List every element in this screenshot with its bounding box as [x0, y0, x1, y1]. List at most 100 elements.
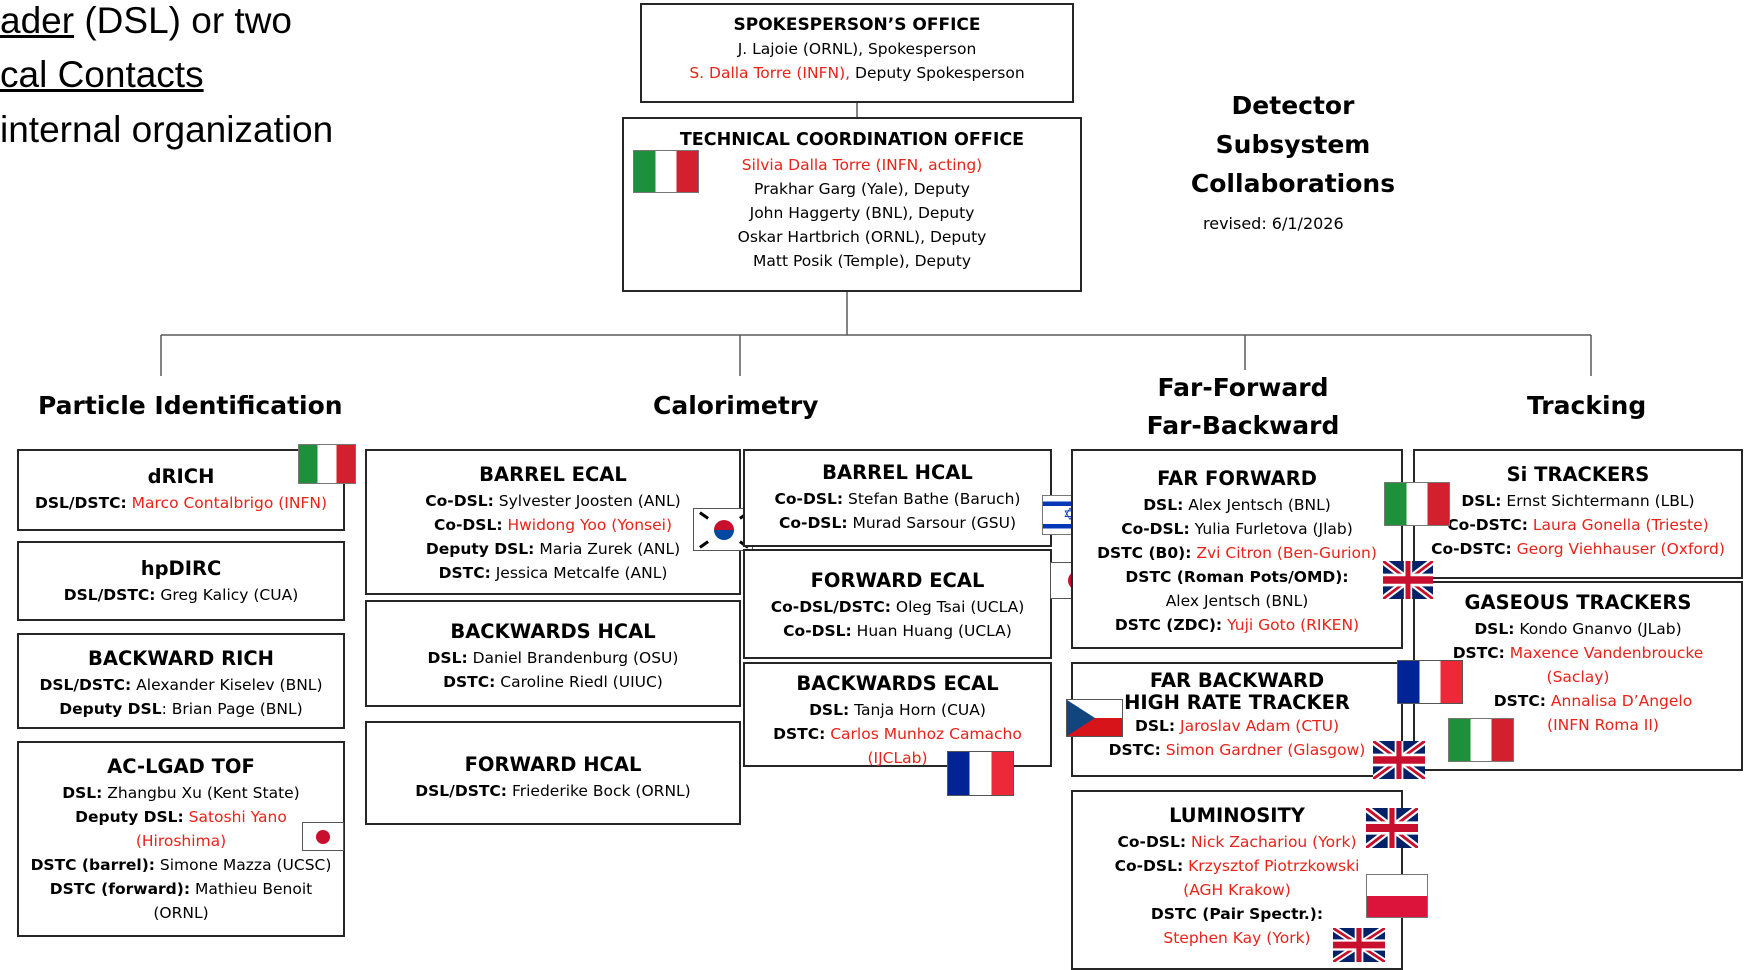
tco-deputy-1: Prakhar Garg (Yale), Deputy — [754, 180, 970, 198]
far-forward-dsl-label: DSL: — [1143, 496, 1184, 514]
gaseous-trackers-dstc-1-label: DSTC: — [1452, 644, 1505, 662]
barrel-hcal-codsl-1-label: Co-DSL: — [774, 490, 844, 508]
backward-rich-box: BACKWARD RICH DSL/DSTC: Alexander Kisele… — [17, 633, 345, 729]
backwards-ecal-dsl: DSL: Tanja Horn (CUA) — [809, 698, 986, 722]
spokesperson-office-box: SPOKESPERSON’S OFFICE J. Lajoie (ORNL), … — [640, 3, 1074, 103]
italy-flag-icon — [298, 444, 356, 484]
italy-flag-icon — [1448, 718, 1514, 762]
far-backward-box: FAR BACKWARD HIGH RATE TRACKER DSL: Jaro… — [1071, 662, 1403, 777]
gaseous-trackers-dstc-2-affiliation: (INFN Roma II) — [1547, 716, 1659, 734]
forward-ecal-codsl-1: Co-DSL/DSTC: Oleg Tsai (UCLA) — [771, 595, 1025, 619]
forward-hcal-title: FORWARD HCAL — [464, 753, 642, 776]
forward-ecal-codsl-1-label: Co-DSL/DSTC: — [770, 598, 891, 616]
tof-dsl-line: DSL: Zhangbu Xu (Kent State) — [62, 781, 299, 805]
tof-dstc-forward-affiliation: (ORNL) — [153, 904, 209, 922]
backwards-hcal-dstc-label: DSTC: — [443, 673, 496, 691]
forward-ecal-box: FORWARD ECAL Co-DSL/DSTC: Oleg Tsai (UCL… — [743, 549, 1052, 659]
backwards-hcal-dstc-name: Caroline Riedl (UIUC) — [495, 673, 663, 691]
uk-flag-icon — [1366, 808, 1418, 848]
si-trackers-codstc-1: Co-DSTC: Laura Gonella (Trieste) — [1447, 513, 1708, 537]
far-forward-dstc-b0-label: DSTC (B0): — [1097, 544, 1192, 562]
france-flag-icon — [947, 751, 1014, 796]
tof-title: AC-LGAD TOF — [107, 755, 255, 778]
gaseous-trackers-dsl-label: DSL: — [1474, 620, 1515, 638]
high-rate-tracker-title: HIGH RATE TRACKER — [1124, 691, 1350, 714]
gaseous-trackers-dstc-1-name: Maxence Vandenbroucke — [1504, 644, 1704, 662]
category-far-forward: Far-Forward — [1157, 373, 1329, 402]
tof-deputy-label: Deputy DSL: — [75, 808, 184, 826]
far-backward-title: FAR BACKWARD — [1149, 669, 1325, 692]
far-forward-dstc-b0-name: Zvi Citron (Ben-Gurion) — [1191, 544, 1377, 562]
forward-ecal-codsl-2: Co-DSL: Huan Huang (UCLA) — [783, 619, 1012, 643]
far-backward-dstc-label: DSTC: — [1108, 741, 1161, 759]
far-forward-dsl: DSL: Alex Jentsch (BNL) — [1143, 493, 1331, 517]
intro-line-1: ader (DSL) or two — [0, 0, 292, 44]
barrel-ecal-codsl-2: Co-DSL: Hwidong Yoo (Yonsei) — [434, 513, 672, 537]
barrel-ecal-codsl-2-label: Co-DSL: — [433, 516, 503, 534]
poland-flag-icon — [1366, 874, 1428, 918]
barrel-ecal-box: BARREL ECAL Co-DSL: Sylvester Joosten (A… — [365, 449, 741, 595]
luminosity-codsl-1-name: Nick Zachariou (York) — [1186, 833, 1357, 851]
uk-flag-icon — [1333, 928, 1385, 962]
forward-ecal-codsl-1-name: Oleg Tsai (UCLA) — [890, 598, 1025, 616]
si-trackers-codstc-1-label: Co-DSTC: — [1447, 516, 1528, 534]
tof-deputy-line: Deputy DSL: Satoshi Yano — [75, 805, 287, 829]
backwards-ecal-dstc-affiliation: (IJCLab) — [867, 749, 928, 767]
si-trackers-title: Si TRACKERS — [1506, 463, 1650, 486]
far-forward-codsl-label: Co-DSL: — [1121, 520, 1190, 538]
forward-ecal-codsl-2-name: Huan Huang (UCLA) — [851, 622, 1012, 640]
backwards-hcal-dsl: DSL: Daniel Brandenburg (OSU) — [428, 646, 679, 670]
czech-flag-icon — [1066, 699, 1123, 737]
tof-deputy-affiliation: (Hiroshima) — [135, 832, 227, 850]
si-trackers-dsl-name: Ernst Sichtermann (LBL) — [1501, 492, 1695, 510]
category-particle-identification: Particle Identification — [38, 391, 343, 420]
far-forward-codsl-name: Yulia Furletova (Jlab) — [1189, 520, 1353, 538]
gaseous-trackers-dstc-2-name: Annalisa D’Angelo — [1545, 692, 1693, 710]
far-forward-dstc-rp: DSTC (Roman Pots/OMD): — [1125, 565, 1348, 589]
intro-link-leader[interactable]: ader — [0, 0, 75, 41]
backwards-ecal-box: BACKWARDS ECAL DSL: Tanja Horn (CUA) DST… — [743, 662, 1052, 767]
gaseous-trackers-dstc-2: DSTC: Annalisa D’Angelo — [1464, 689, 1692, 713]
luminosity-codsl-1-label: Co-DSL: — [1117, 833, 1187, 851]
drich-dsl-line: DSL/DSTC: Marco Contalbrigo (INFN) — [35, 491, 327, 515]
barrel-ecal-codsl-1-name: Sylvester Joosten (ANL) — [493, 492, 681, 510]
backwards-ecal-dsl-label: DSL: — [809, 701, 850, 719]
luminosity-title: LUMINOSITY — [1169, 804, 1305, 827]
tof-dstc-forward-label: DSTC (forward): — [49, 880, 191, 898]
gaseous-trackers-title: GASEOUS TRACKERS — [1464, 591, 1692, 614]
barrel-ecal-deputy: Deputy DSL: Maria Zurek (ANL) — [426, 537, 680, 561]
luminosity-codsl-2-name: Krzysztof Piotrzkowski — [1183, 857, 1360, 875]
barrel-hcal-title: BARREL HCAL — [822, 461, 973, 484]
ac-lgad-tof-box: AC-LGAD TOF DSL: Zhangbu Xu (Kent State)… — [17, 741, 345, 937]
drich-box: dRICH DSL/DSTC: Marco Contalbrigo (INFN) — [17, 449, 345, 531]
backward-rich-deputy-line: Deputy DSL: Brian Page (BNL) — [59, 697, 302, 721]
deputy-spokesperson-role: Deputy Spokesperson — [850, 64, 1025, 82]
title-line-2: Subsystem — [1215, 130, 1371, 159]
forward-hcal-dsl-name: Friederike Bock (ORNL) — [507, 782, 691, 800]
barrel-ecal-dstc: DSTC: Jessica Metcalfe (ANL) — [439, 561, 668, 585]
luminosity-dstc-label: DSTC (Pair Spectr.): — [1150, 905, 1324, 923]
hpdirc-dsl-label: DSL/DSTC: — [63, 586, 156, 604]
tco-acting-line: Silvia Dalla Torre (INFN, acting) — [741, 156, 983, 174]
far-forward-dsl-name: Alex Jentsch (BNL) — [1183, 496, 1331, 514]
backwards-ecal-dsl-name: Tanja Horn (CUA) — [849, 701, 986, 719]
barrel-ecal-dstc-label: DSTC: — [438, 564, 491, 582]
barrel-hcal-codsl-1: Co-DSL: Stefan Bathe (Baruch) — [775, 487, 1021, 511]
hpdirc-dsl-name: Greg Kalicy (CUA) — [155, 586, 299, 604]
barrel-ecal-title: BARREL ECAL — [479, 463, 627, 486]
far-forward-codsl: Co-DSL: Yulia Furletova (Jlab) — [1121, 517, 1353, 541]
far-backward-dstc-name: Simon Gardner (Glasgow) — [1160, 741, 1366, 759]
backward-rich-deputy-label: Deputy DSL — [59, 700, 162, 718]
si-trackers-codstc-2-label: Co-DSTC: — [1431, 540, 1512, 558]
revised-date: revised: 6/1/2026 — [1203, 214, 1344, 233]
deputy-spokesperson-line: S. Dalla Torre (INFN), Deputy Spokespers… — [689, 61, 1024, 85]
gaseous-trackers-dsl-name: Kondo Gnanvo (JLab) — [1514, 620, 1682, 638]
intro-link-contacts[interactable]: cal Contacts — [0, 54, 204, 95]
page-title: Detector Subsystem Collaborations — [1183, 86, 1403, 203]
far-backward-dstc: DSTC: Simon Gardner (Glasgow) — [1109, 738, 1366, 762]
luminosity-codsl-1: Co-DSL: Nick Zachariou (York) — [1117, 830, 1356, 854]
si-trackers-codstc-2-name: Georg Viehhauser (Oxford) — [1511, 540, 1725, 558]
intro-line-2: cal Contacts — [0, 52, 204, 98]
hpdirc-dsl-line: DSL/DSTC: Greg Kalicy (CUA) — [64, 583, 299, 607]
tof-dstc-forward-line: DSTC (forward): Mathieu Benoit — [50, 877, 312, 901]
